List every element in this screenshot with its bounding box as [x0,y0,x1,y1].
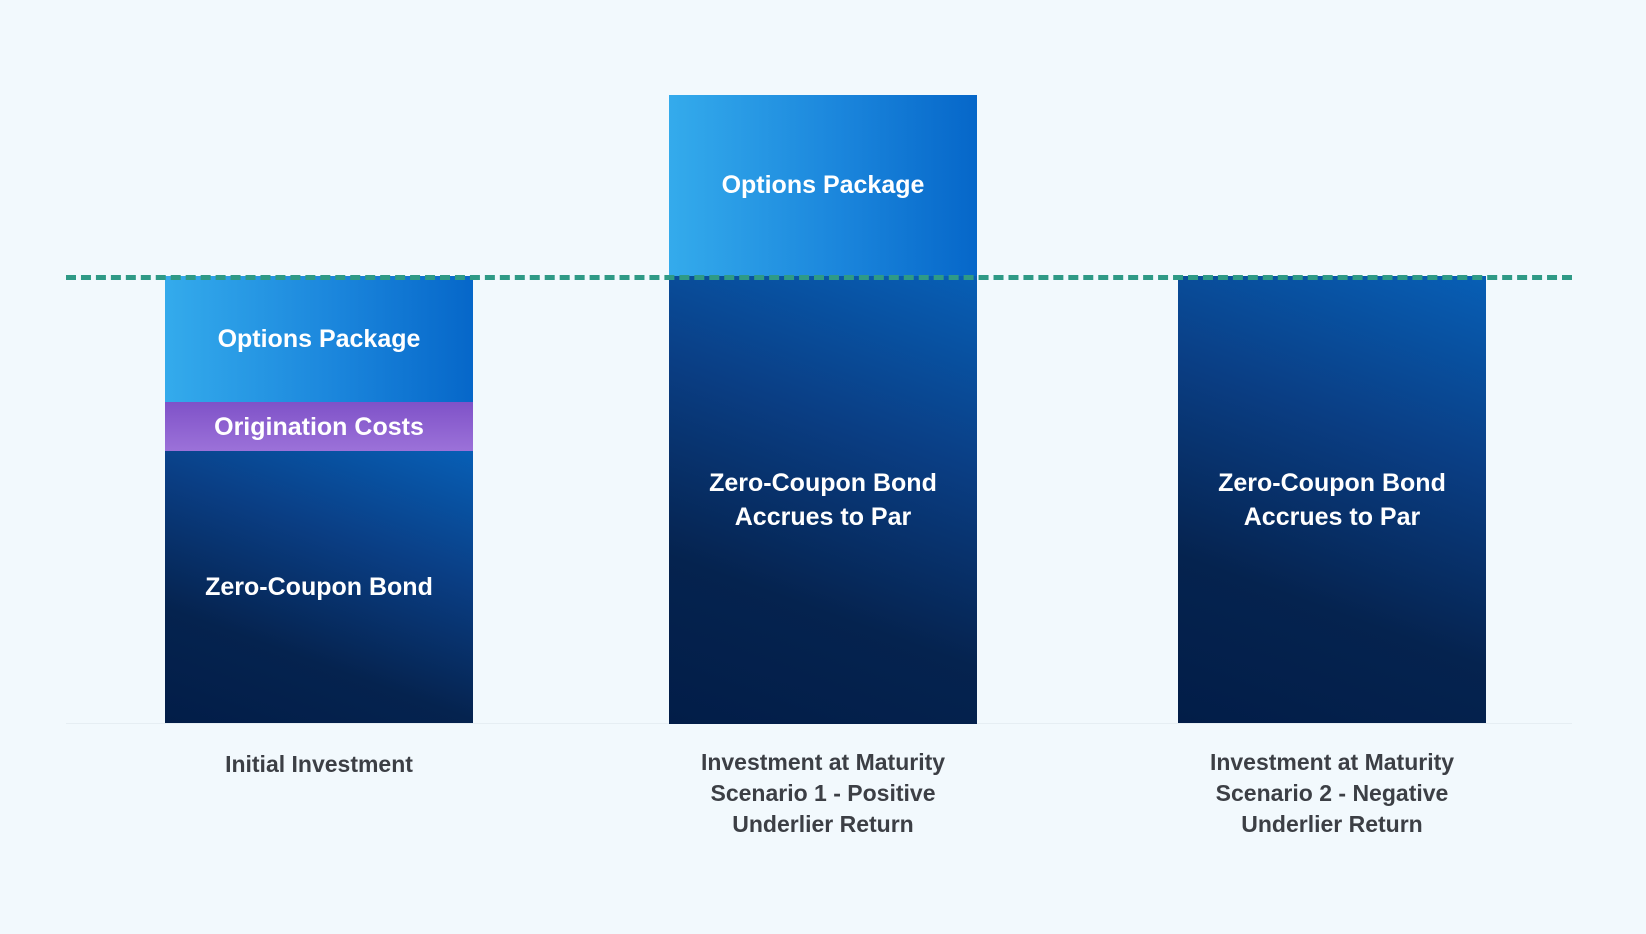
col2-zero-coupon-bond: Zero-Coupon Bond Accrues to Par [669,276,977,724]
col1-options-label: Options Package [217,325,421,353]
col2-caption: Investment at Maturity Scenario 1 - Posi… [700,749,946,837]
col1-caption: Initial Investment [225,751,413,777]
col2-bond-label: Zero-Coupon Bond Accrues to Par [709,469,937,531]
col2-options-package: Options Package [669,95,977,276]
par-value-dashed-line [66,275,1572,280]
col1-origination-costs: Origination Costs [165,402,473,452]
col1-bond-label: Zero-Coupon Bond [205,573,433,601]
col1-origination-label: Origination Costs [214,412,424,441]
col3-caption: Investment at Maturity Scenario 2 - Nega… [1209,749,1455,837]
col3-zero-coupon-bond: Zero-Coupon Bond Accrues to Par [1178,276,1486,723]
col1-zero-coupon-bond: Zero-Coupon Bond [165,451,473,723]
col2-options-label: Options Package [721,171,925,199]
col3-bond-label: Zero-Coupon Bond Accrues to Par [1218,468,1446,531]
col1-options-package: Options Package [165,276,473,403]
